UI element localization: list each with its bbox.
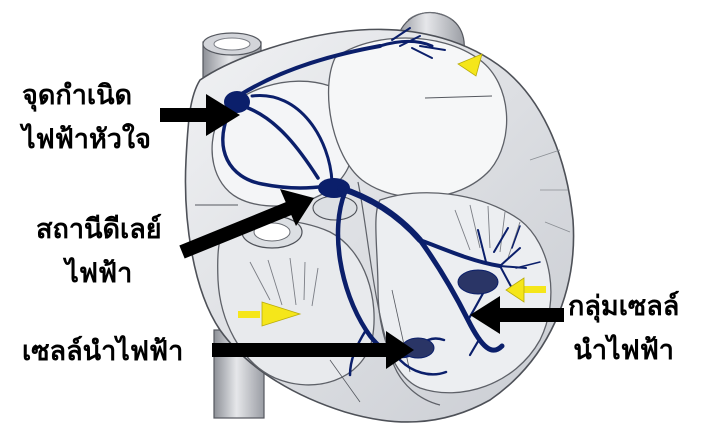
label-sa-node-line2: ไฟฟ้าหัวใจ — [22, 118, 151, 162]
label-bundle-branch-line2: นำไฟฟ้า — [568, 329, 679, 373]
label-av-node-line1: สถานีดีเลย์ — [36, 208, 162, 252]
label-sa-node: จุดกำเนิด ไฟฟ้าหัวใจ — [22, 74, 151, 162]
label-bundle-branch-line1: กลุ่มเซลล์ — [568, 285, 679, 329]
label-purkinje: เซลล์นำไฟฟ้า — [22, 330, 183, 374]
label-av-node: สถานีดีเลย์ ไฟฟ้า — [36, 208, 162, 296]
label-sa-node-line1: จุดกำเนิด — [22, 74, 151, 118]
label-purkinje-line1: เซลล์นำไฟฟ้า — [22, 330, 183, 374]
label-av-node-line2: ไฟฟ้า — [36, 252, 162, 296]
label-bundle-branch: กลุ่มเซลล์ นำไฟฟ้า — [568, 285, 679, 373]
